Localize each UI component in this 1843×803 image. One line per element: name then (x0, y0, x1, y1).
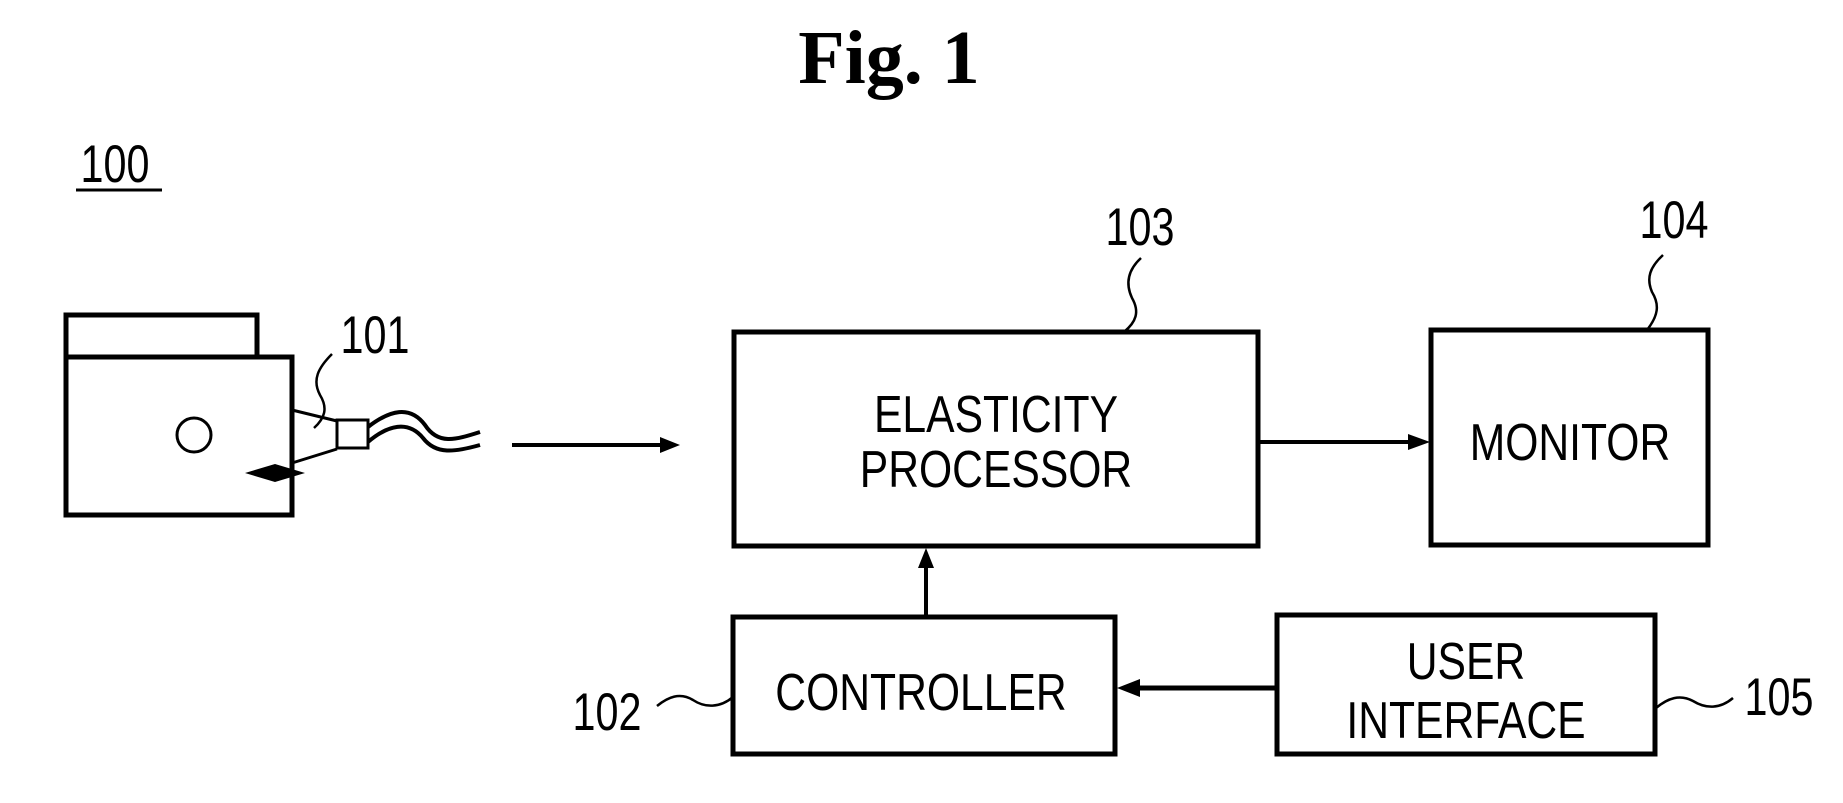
object-top-block (66, 315, 257, 357)
elasticity-processor-label-line2: PROCESSOR (860, 441, 1132, 499)
processor-to-monitor-arrowhead (1408, 434, 1430, 450)
ui-to-controller-arrowhead (1117, 679, 1140, 697)
probe-beam-outline (292, 410, 337, 463)
controller-leader-line (657, 696, 733, 706)
elasticity-processor-block: ELASTICITY PROCESSOR (734, 332, 1258, 546)
monitor-leader-line (1647, 255, 1663, 330)
probe-ref-label: 101 (341, 306, 410, 365)
user-interface-block: USER INTERFACE (1277, 615, 1655, 754)
user-interface-label-line2: INTERFACE (1346, 692, 1585, 750)
user-interface-label-line1: USER (1407, 633, 1525, 691)
controller-label: CONTROLLER (775, 664, 1066, 722)
controller-to-processor-arrowhead (918, 548, 934, 568)
controller-ref-label: 102 (573, 683, 642, 742)
object-body (66, 357, 292, 515)
probe-cable (368, 412, 480, 439)
figure-title: Fig. 1 (798, 16, 980, 100)
elasticity-processor-ref-label: 103 (1106, 198, 1175, 257)
monitor-label: MONITOR (1470, 414, 1671, 472)
probe-to-processor-arrowhead (660, 437, 680, 453)
user-interface-leader-line (1656, 697, 1733, 708)
elasticity-processor-leader-line (1124, 258, 1141, 332)
user-interface-ref-label: 105 (1745, 668, 1814, 727)
monitor-ref-label: 104 (1640, 191, 1709, 250)
controller-block: CONTROLLER (733, 617, 1115, 754)
elasticity-processor-label-line1: ELASTICITY (874, 386, 1118, 444)
object-with-probe: 101 (66, 306, 480, 515)
monitor-block: MONITOR (1431, 330, 1708, 545)
probe-transducer-icon (337, 420, 368, 448)
system-ref-label: 100 (81, 135, 150, 194)
